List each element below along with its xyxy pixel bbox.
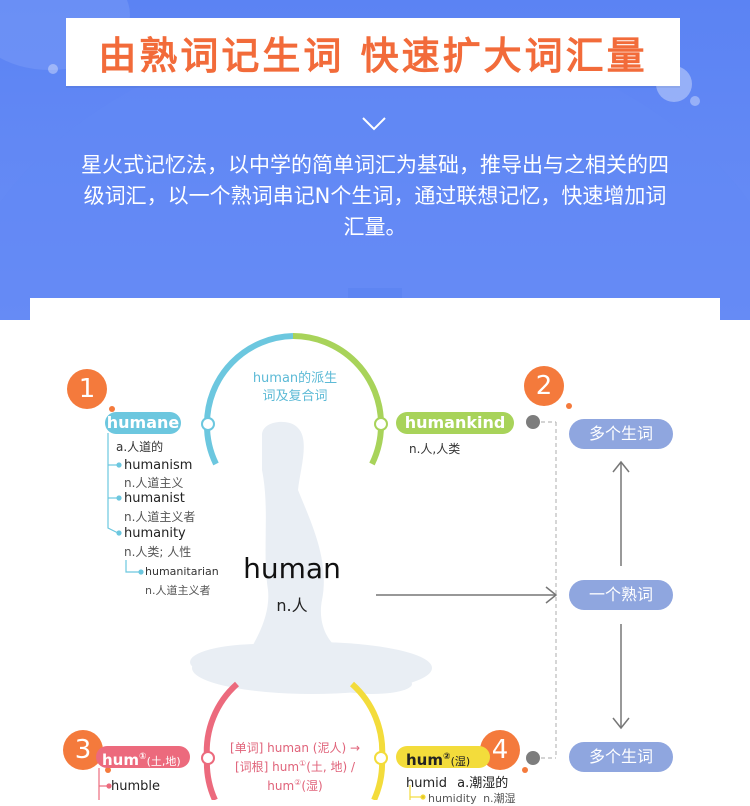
arc-label-line: [单词] human (泥人) → — [229, 741, 361, 755]
center-word-pos: n.人 — [276, 596, 308, 615]
humanism-definition: n.人道主义 — [124, 476, 184, 490]
word-humid-text: humid — [406, 776, 448, 791]
arc-label-roots: [单词] human (泥人) → [词根] hum①(土, 地) / hum②… — [228, 740, 362, 794]
pill-many-new-words-top: 多个生词 — [569, 419, 673, 449]
word-humanist: humanist — [124, 491, 185, 506]
pill-one-known-word: 一个熟词 — [569, 580, 673, 610]
tag-hum-wet-sup: ② — [443, 752, 451, 762]
word-humid: humid a.潮湿的 — [406, 772, 508, 791]
title-card: 由熟词记生词 快速扩大词汇量 — [66, 18, 680, 86]
tag-hum-earth-note: (土,地) — [146, 755, 181, 768]
humidity-definition: n.潮湿 — [483, 792, 516, 805]
arc-label-part: (土, 地) / — [306, 760, 356, 774]
pill-many-new-words-bottom: 多个生词 — [569, 742, 673, 772]
word-humidity: humidity n.潮湿 — [428, 790, 516, 806]
arc-label-derivatives: human的派生 词及复合词 — [240, 370, 350, 406]
humid-definition: a.潮湿的 — [457, 776, 509, 791]
word-humanism: humanism — [124, 458, 193, 473]
panel-tab — [348, 288, 402, 298]
humanitarian-definition: n.人道主义者 — [145, 584, 211, 597]
tag-humane: humane — [105, 412, 181, 434]
tag-hum-wet-word: hum — [406, 751, 443, 769]
arc-label-line: human的派生 — [252, 371, 338, 386]
tag-hum-wet-note: (湿) — [450, 755, 471, 768]
humanist-definition: n.人道主义者 — [124, 510, 196, 524]
center-word: human — [243, 552, 341, 585]
tag-hum-earth-word: hum — [102, 751, 139, 769]
page-title: 由熟词记生词 快速扩大词汇量 — [98, 33, 648, 78]
arc-label-line: [词根] hum①(土, 地) / — [228, 756, 362, 775]
tag-humankind: humankind — [396, 412, 514, 434]
humankind-definition: n.人,人类 — [409, 442, 461, 456]
tag-hum-earth-sup: ① — [139, 752, 147, 762]
number-badge-3: 3 — [63, 730, 111, 773]
humanity-definition: n.人类; 人性 — [124, 545, 192, 559]
arc-label-part: hum — [267, 779, 295, 793]
intro-text: 星火式记忆法，以中学的简单词汇为基础，推导出与之相关的四级词汇，以一个熟词串记N… — [81, 153, 669, 239]
arc-label-part: [词根] hum — [234, 760, 300, 774]
word-humanity: humanity — [124, 526, 186, 541]
number-badge-2: 2 — [524, 366, 572, 409]
number-badge-1: 1 — [67, 369, 115, 412]
tag-hum-wet: hum②(湿) — [396, 746, 490, 769]
arc-label-sup: ② — [294, 778, 302, 787]
arc-label-line: 词及复合词 — [262, 389, 328, 404]
decor-bubble — [48, 64, 58, 74]
decor-bubble — [690, 96, 700, 106]
word-humanitarian: humanitarian — [145, 565, 219, 578]
word-humble: humble — [111, 779, 161, 794]
arc-label-sup: ① — [299, 759, 307, 768]
tag-hum-earth: hum①(土,地) — [96, 746, 190, 769]
arc-label-line: hum②(湿) — [228, 775, 362, 794]
word-humidity-text: humidity — [428, 792, 477, 805]
humane-definition: a.人道的 — [116, 440, 164, 454]
arc-label-part: (湿) — [301, 779, 323, 793]
chevron-down-icon — [362, 117, 386, 131]
